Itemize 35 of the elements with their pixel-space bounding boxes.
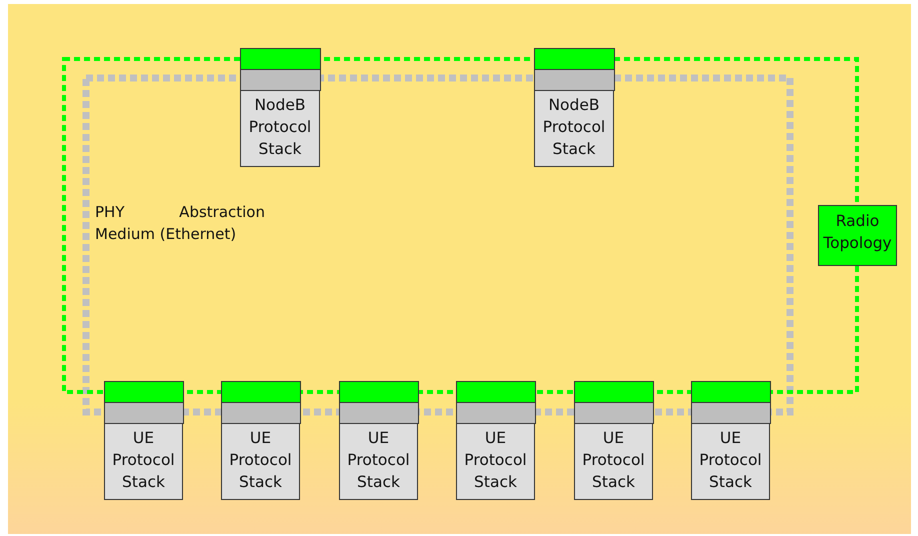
- radio-layer-bar: [690, 380, 770, 404]
- stack-label: UE Protocol Stack: [581, 428, 646, 493]
- phy-layer-bar: [104, 402, 184, 424]
- radio-layer-bar: [338, 380, 418, 404]
- protocol-stack: [574, 381, 653, 500]
- topology-box: [818, 205, 897, 266]
- radio-layer-bar: [220, 380, 300, 404]
- protocol-stack: [691, 381, 770, 500]
- stack-label: NodeB Protocol Stack: [248, 95, 312, 160]
- stack-label: UE Protocol Stack: [228, 428, 293, 493]
- protocol-stack: [221, 381, 300, 500]
- medium-label: PHY Abstraction Medium (Ethernet): [95, 202, 265, 245]
- radio-layer-bar: [104, 380, 184, 404]
- protocol-stack: [339, 381, 418, 500]
- phy-layer-bar: [534, 69, 614, 91]
- stack-label: UE Protocol Stack: [698, 428, 763, 493]
- protocol-stack: [104, 381, 183, 500]
- phy-layer-bar: [690, 402, 770, 424]
- phy-layer-bar: [240, 69, 320, 91]
- protocol-stack: [240, 48, 320, 167]
- phy-layer-bar: [456, 402, 536, 424]
- box-label: Radio Topology: [822, 211, 893, 254]
- stack-label: UE Protocol Stack: [111, 428, 176, 493]
- radio-layer-bar: [534, 48, 614, 70]
- radio-layer-bar: [574, 380, 654, 404]
- phy-layer-bar: [220, 402, 300, 424]
- protocol-stack: [456, 381, 535, 500]
- protocol-stack: [534, 48, 614, 167]
- stack-label: UE Protocol Stack: [346, 428, 411, 493]
- phy-layer-bar: [338, 402, 418, 424]
- phy-layer-bar: [574, 402, 654, 424]
- radio-layer-bar: [240, 48, 320, 70]
- stack-label: NodeB Protocol Stack: [542, 95, 606, 160]
- radio-layer-bar: [456, 380, 536, 404]
- stack-label: UE Protocol Stack: [463, 428, 528, 493]
